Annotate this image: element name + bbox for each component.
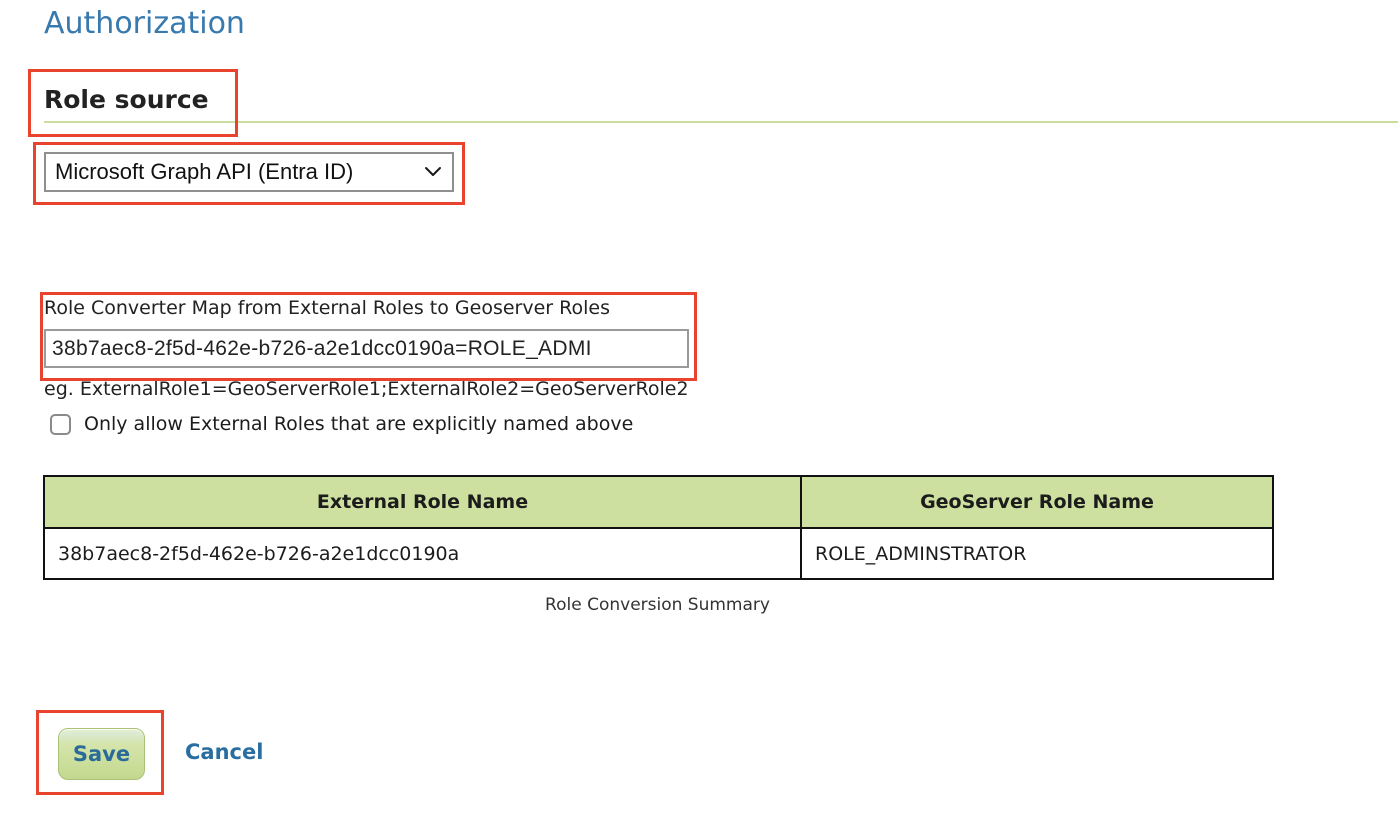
page-title: Authorization [44, 6, 245, 41]
role-converter-hint: eg. ExternalRole1=GeoServerRole1;Externa… [44, 378, 689, 400]
external-role-name-cell: 38b7aec8-2f5d-462e-b726-a2e1dcc0190a [43, 527, 802, 580]
chevron-down-icon [424, 166, 442, 178]
table-header-row: External Role Name GeoServer Role Name [43, 475, 1274, 529]
role-converter-map-label: Role Converter Map from External Roles t… [44, 297, 610, 319]
geoserver-role-name-header: GeoServer Role Name [800, 475, 1274, 529]
geoserver-role-name-cell: ROLE_ADMINSTRATOR [800, 527, 1274, 580]
role-source-heading: Role source [44, 85, 209, 114]
role-source-select[interactable]: Microsoft Graph API (Entra ID) [44, 152, 454, 192]
save-button[interactable]: Save [58, 728, 145, 780]
only-allow-row: Only allow External Roles that are expli… [50, 413, 633, 435]
external-role-name-header: External Role Name [43, 475, 802, 529]
role-source-selected-value: Microsoft Graph API (Entra ID) [55, 159, 354, 184]
only-allow-external-roles-checkbox[interactable] [50, 413, 71, 435]
section-divider [44, 121, 1398, 123]
role-conversion-table: External Role Name GeoServer Role Name 3… [43, 475, 1274, 580]
role-converter-map-input[interactable] [44, 329, 689, 368]
only-allow-external-roles-label: Only allow External Roles that are expli… [84, 413, 634, 435]
table-row: 38b7aec8-2f5d-462e-b726-a2e1dcc0190a ROL… [43, 527, 1274, 580]
cancel-link[interactable]: Cancel [185, 740, 264, 764]
table-caption: Role Conversion Summary [545, 595, 770, 615]
